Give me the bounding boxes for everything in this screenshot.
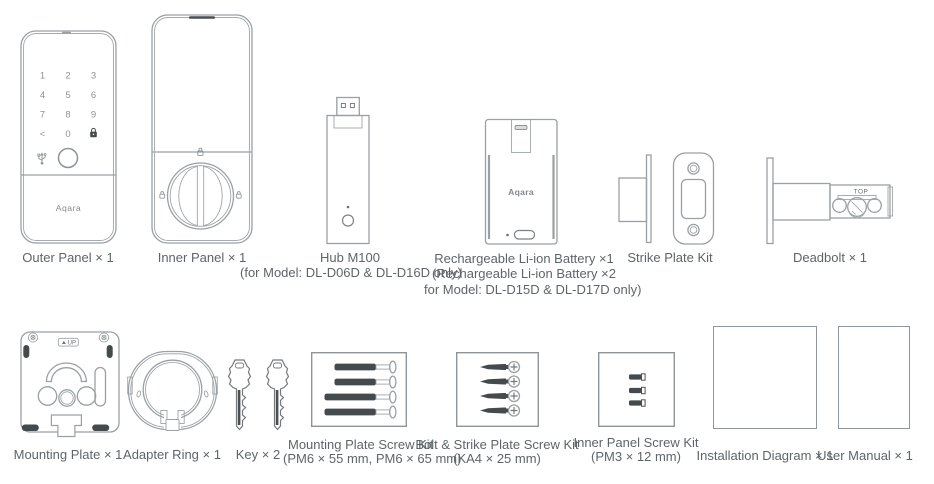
key-1: 1 bbox=[40, 71, 45, 82]
deadbolt-cam bbox=[847, 197, 867, 219]
deadbolt-body bbox=[829, 184, 891, 219]
cable-slot bbox=[94, 366, 107, 407]
strike-plate-kit-illustration bbox=[618, 152, 715, 245]
svg-text:UP: UP bbox=[68, 341, 76, 347]
user-manual-illustration bbox=[838, 326, 910, 429]
dust-box-plate bbox=[645, 154, 652, 244]
inner-panel-illustration bbox=[151, 14, 253, 244]
key-back: < bbox=[40, 129, 46, 140]
bottom-bracket bbox=[50, 414, 82, 438]
screws bbox=[629, 373, 646, 407]
keys-illustration bbox=[227, 359, 290, 431]
outer-panel-label: Outer Panel × 1 bbox=[22, 250, 114, 265]
battery-note-line2: for Model: DL-D15D & DL-D17D only) bbox=[424, 281, 642, 297]
fingerprint-scanner bbox=[57, 147, 79, 169]
key-1 bbox=[227, 359, 252, 431]
usb-icon bbox=[37, 152, 47, 165]
up-marking-badge: UP bbox=[57, 337, 79, 347]
adapter-ring-illustration bbox=[127, 350, 218, 431]
key-4: 4 bbox=[40, 90, 45, 101]
adapter-ring-label: Adapter Ring × 1 bbox=[123, 447, 221, 462]
aqara-logo: Aqara bbox=[508, 187, 534, 197]
dust-box bbox=[618, 177, 648, 223]
thumb-turn-knob bbox=[166, 162, 235, 230]
bolt-strike-screw-kit-note: (KA4 × 25 mm) bbox=[453, 451, 541, 466]
key-7: 7 bbox=[40, 110, 45, 121]
corner-screw-right bbox=[98, 332, 110, 343]
keypad: 1 2 3 4 5 6 7 8 9 < 0 bbox=[40, 71, 96, 141]
bolt-strike-screw-kit-illustration bbox=[456, 352, 539, 427]
bolt-strike-screw-kit-label: Bolt & Strike Plate Screw Kit bbox=[415, 437, 579, 452]
hub-label: Hub M100 bbox=[320, 250, 380, 265]
deadbolt-barrel bbox=[772, 182, 831, 221]
locked-icon bbox=[197, 147, 204, 156]
key-0: 0 bbox=[65, 129, 70, 140]
mounting-plate-screw-kit-note: (PM6 × 55 mm, PM6 × 65 mm) bbox=[283, 451, 462, 466]
hub-body bbox=[326, 114, 370, 245]
ring-bottom-tab bbox=[165, 419, 180, 431]
key-2 bbox=[265, 359, 290, 431]
deadbolt-label: Deadbolt × 1 bbox=[792, 250, 868, 265]
screws bbox=[324, 360, 397, 419]
key-9: 9 bbox=[91, 110, 96, 121]
battery-illustration: Aqara bbox=[484, 118, 558, 245]
battery-note-line1: (Rechargeable Li-ion Battery ×2 bbox=[432, 266, 616, 281]
inner-panel-screw-kit-label: Inner Panel Screw Kit bbox=[573, 435, 699, 450]
mounting-plate-screw-kit-illustration bbox=[311, 352, 407, 427]
battery-latch bbox=[511, 119, 531, 153]
installation-diagram-label: Installation Diagram × 1 bbox=[696, 448, 834, 463]
key-2: 2 bbox=[65, 71, 70, 82]
hub-led bbox=[346, 205, 350, 209]
inner-panel-screw-kit-illustration bbox=[598, 352, 675, 427]
usb-connector bbox=[336, 96, 360, 117]
arch-slot bbox=[45, 362, 88, 383]
panel-top-sensor bbox=[62, 31, 71, 34]
mounting-plate-label: Mounting Plate × 1 bbox=[13, 447, 123, 462]
panel-top-slot bbox=[189, 16, 215, 19]
hub-m100-illustration bbox=[326, 96, 370, 245]
user-manual-label: User Manual × 1 bbox=[817, 448, 913, 463]
hub-note: (for Model: DL-D06D & DL-D16D only) bbox=[240, 265, 462, 280]
hub-button bbox=[341, 214, 355, 227]
key-label: Key × 2 bbox=[235, 447, 281, 462]
strike-plate-kit-label: Strike Plate Kit bbox=[627, 250, 713, 265]
key-8: 8 bbox=[65, 110, 70, 121]
mounting-plate-illustration: UP bbox=[20, 331, 120, 438]
corner-screw-left bbox=[27, 332, 39, 343]
unlocked-left-icon bbox=[159, 191, 166, 199]
key-5: 5 bbox=[65, 90, 70, 101]
battery-led bbox=[506, 233, 509, 237]
deadbolt-illustration: TOP bbox=[766, 157, 893, 245]
lock-key-icon bbox=[90, 127, 97, 138]
screws bbox=[480, 360, 521, 417]
usb-c-port bbox=[513, 229, 536, 240]
inner-panel-screw-kit-note: (PM3 × 12 mm) bbox=[591, 449, 681, 464]
key-6: 6 bbox=[91, 90, 96, 101]
mounting-plate-screw-kit-label: Mounting Plate Screw Kit bbox=[288, 437, 434, 452]
unlocked-right-icon bbox=[235, 191, 242, 199]
strike-plate bbox=[672, 152, 715, 245]
inner-panel-label: Inner Panel × 1 bbox=[157, 250, 247, 265]
battery-label: Rechargeable Li-ion Battery ×1 bbox=[434, 251, 614, 266]
top-marking: TOP bbox=[854, 189, 869, 196]
aqara-logo: Aqara bbox=[56, 203, 81, 213]
deadbolt-faceplate bbox=[766, 157, 774, 245]
outer-panel-illustration: 1 2 3 4 5 6 7 8 9 < 0 Aqara bbox=[20, 30, 117, 244]
installation-diagram-illustration bbox=[713, 326, 817, 429]
key-3: 3 bbox=[91, 71, 96, 82]
